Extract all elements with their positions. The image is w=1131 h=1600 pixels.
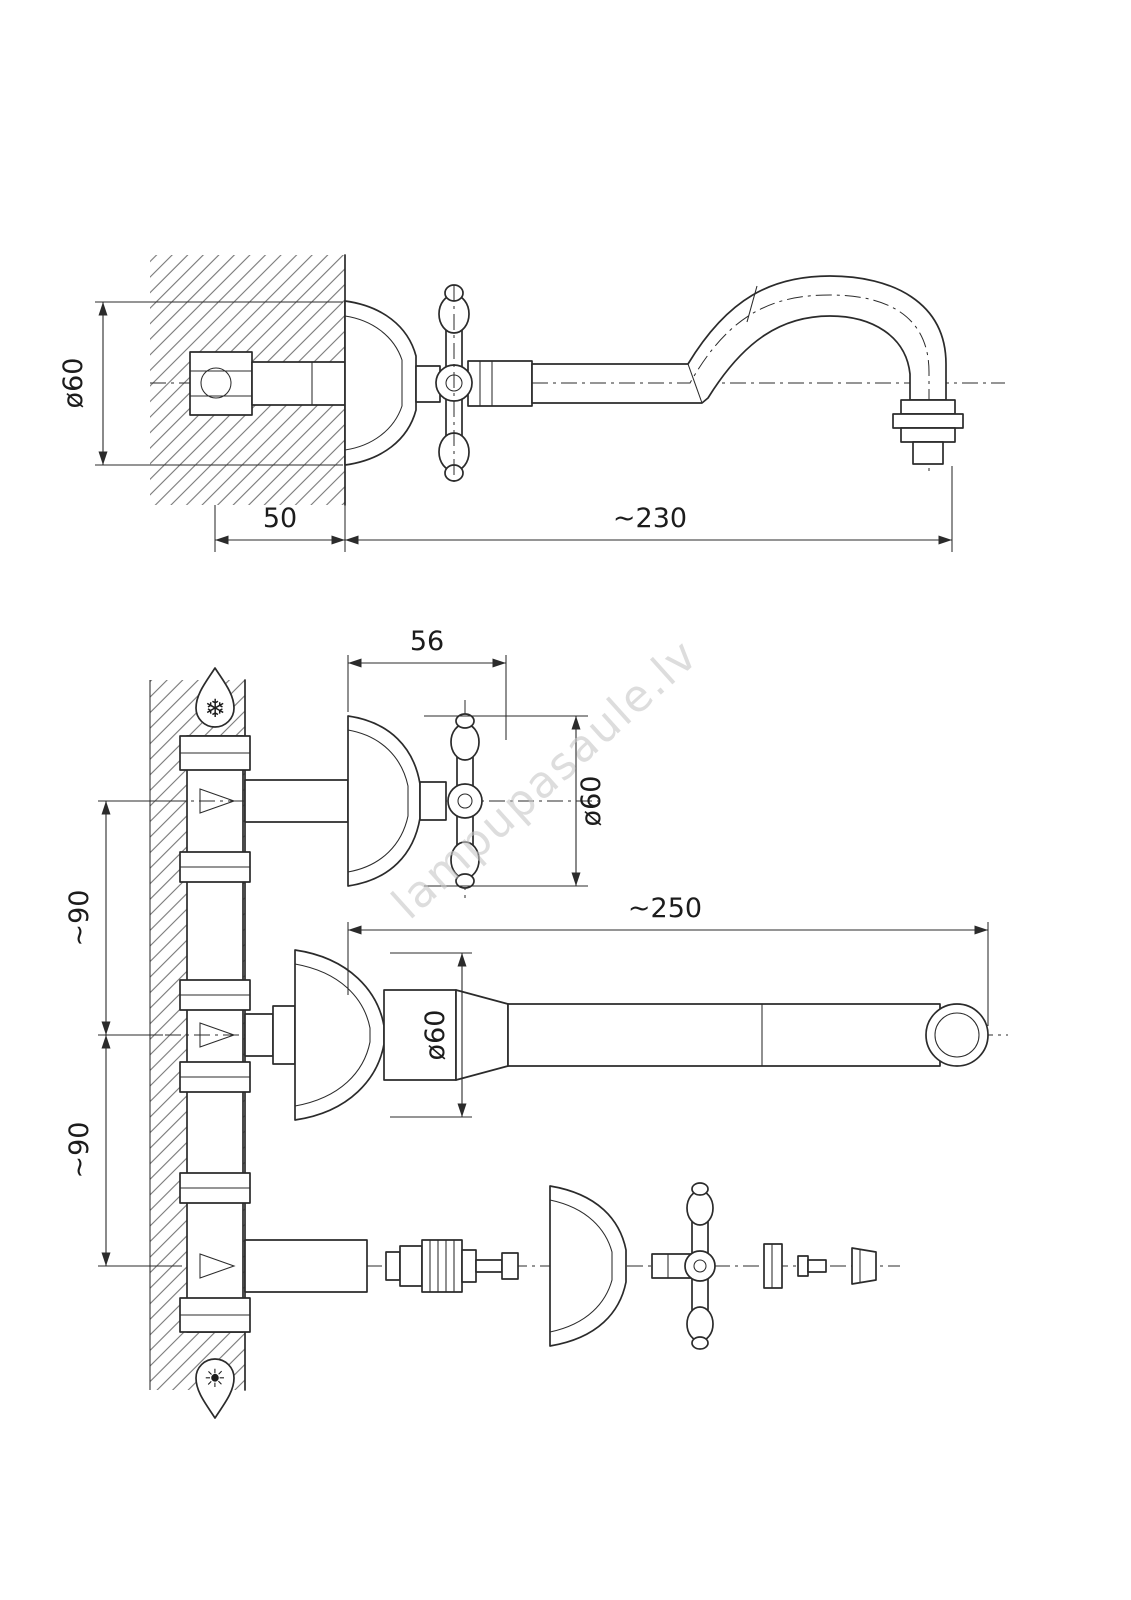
- flow-indicator: [199, 1253, 236, 1279]
- inlet-pipe: [251, 361, 346, 406]
- supply-pipe: [179, 735, 251, 1333]
- cross-handle-front: [447, 700, 483, 902]
- dim-valve-width: 56: [347, 626, 507, 740]
- dim-spout-reach-front: ~250: [347, 893, 989, 1026]
- top-valve-assembly: [170, 700, 600, 902]
- valve-cartridge: [385, 1239, 519, 1293]
- front-view: ❄ ☀: [64, 626, 1008, 1419]
- dim-label-upper-port-spacing: ~90: [64, 890, 95, 947]
- dim-label-spout-reach-front: ~250: [628, 893, 702, 924]
- dim-label-valve-width: 56: [410, 626, 444, 657]
- exploded-cross-handle: [651, 1182, 716, 1350]
- side-view: ø60 50 ~230: [58, 254, 1005, 552]
- dim-label-side-flange-diameter: ø60: [58, 358, 89, 409]
- droplet-outline: [195, 667, 235, 728]
- exploded-valve-assembly: [244, 1182, 900, 1350]
- watermark: lampupasaule.lv: [383, 629, 708, 929]
- dim-port-spacing: ~90 ~90: [64, 800, 182, 1267]
- snowflake-icon: ❄: [205, 694, 226, 723]
- escutcheon-flange: [344, 300, 417, 466]
- spout-base-cylinder: [383, 989, 457, 1081]
- spout-fitting: [244, 1013, 274, 1057]
- handle-screw-parts: [763, 1243, 877, 1289]
- spout-collar: [467, 360, 533, 407]
- valve-escutcheon: [347, 715, 421, 887]
- dim-label-lower-port-spacing: ~90: [64, 1122, 95, 1179]
- dim-side-depth-and-reach: 50 ~230: [214, 466, 953, 552]
- spout-hex-collar: [272, 1005, 296, 1065]
- spout-assembly-front: [165, 949, 1008, 1121]
- valve-stub-pipe: [244, 779, 349, 823]
- droplet-outline: [195, 1358, 235, 1419]
- cross-handle: [435, 284, 473, 482]
- dim-label-side-reach: ~230: [613, 503, 687, 534]
- spout-taper: [455, 989, 509, 1081]
- bottom-stub-pipe: [244, 1239, 368, 1293]
- dim-label-spout-flange-diameter: ø60: [420, 1010, 451, 1061]
- valve-neck: [419, 781, 447, 821]
- dim-spout-flange-diameter: ø60: [390, 952, 472, 1118]
- spout-tube: [507, 1003, 941, 1067]
- hot-water-indicator: ☀: [195, 1358, 235, 1419]
- spout: [531, 275, 947, 472]
- spout-escutcheon: [294, 949, 385, 1121]
- sun-icon: ☀: [204, 1364, 226, 1393]
- exploded-escutcheon: [549, 1185, 627, 1347]
- hex-nut: [189, 351, 253, 416]
- dim-label-wall-depth: 50: [263, 503, 297, 534]
- dim-valve-flange-diameter: ø60: [424, 715, 607, 887]
- cold-water-indicator: ❄: [195, 667, 235, 728]
- spout-nozzle: [892, 399, 964, 465]
- dim-label-valve-flange-diameter: ø60: [576, 776, 607, 827]
- dim-side-flange-diameter: ø60: [58, 301, 343, 466]
